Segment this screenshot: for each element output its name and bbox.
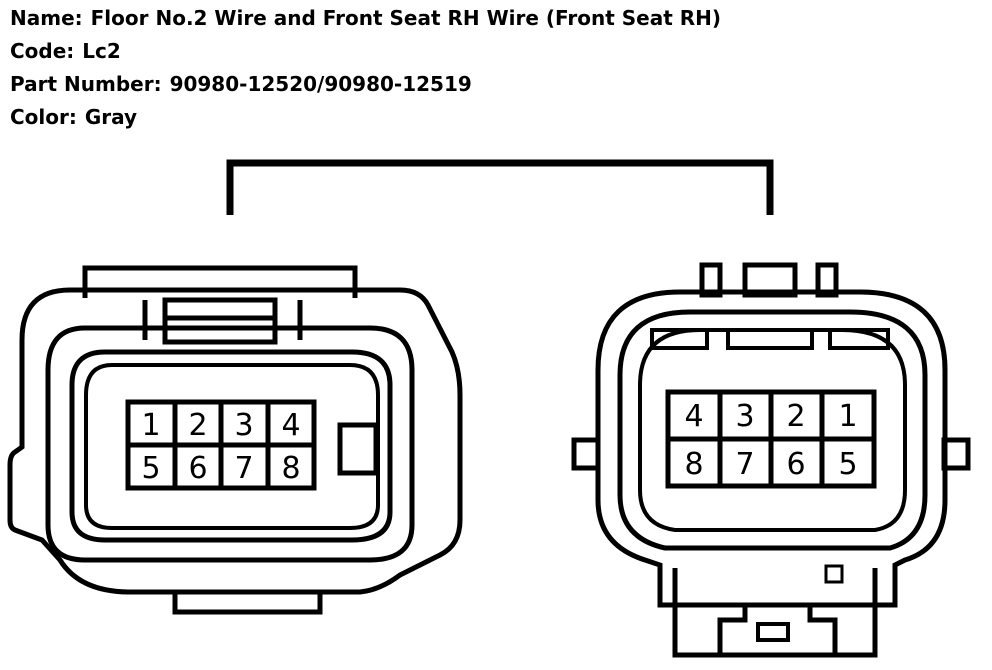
left-pin-label: 3 xyxy=(234,408,253,443)
color-row: Color: Gray xyxy=(10,103,721,136)
right-pin-label: 2 xyxy=(786,399,805,434)
right-pin-label: 8 xyxy=(684,447,703,482)
code-label: Code: xyxy=(10,39,75,63)
left-pin-label: 6 xyxy=(188,451,207,486)
right-pin-label: 5 xyxy=(838,447,857,482)
left-pin-labels: 1 2 3 4 5 6 7 8 xyxy=(141,408,300,486)
right-pin-label: 3 xyxy=(735,399,754,434)
connector-info: Name: Floor No.2 Wire and Front Seat RH W… xyxy=(10,4,721,136)
name-value: Floor No.2 Wire and Front Seat RH Wire (… xyxy=(90,6,722,30)
left-connector xyxy=(7,265,463,615)
right-connector xyxy=(571,262,971,658)
mating-bracket xyxy=(226,159,774,215)
name-label: Name: xyxy=(10,6,83,30)
right-pin-label: 4 xyxy=(684,399,703,434)
left-pin-label: 7 xyxy=(234,451,253,486)
right-pin-label: 6 xyxy=(786,447,805,482)
name-row: Name: Floor No.2 Wire and Front Seat RH W… xyxy=(10,4,721,37)
part-number-row: Part Number: 90980-12520/90980-12519 xyxy=(10,70,721,103)
part-number-value: 90980-12520/90980-12519 xyxy=(169,72,472,96)
code-value: Lc2 xyxy=(82,39,121,63)
left-pin-label: 1 xyxy=(141,408,160,443)
right-pin-label: 1 xyxy=(838,399,857,434)
right-pin-label: 7 xyxy=(735,447,754,482)
left-pin-label: 8 xyxy=(281,451,300,486)
part-number-label: Part Number: xyxy=(10,72,162,96)
color-value: Gray xyxy=(84,105,138,129)
right-pin-labels: 4 3 2 1 8 7 6 5 xyxy=(684,399,857,482)
left-pin-label: 2 xyxy=(188,408,207,443)
color-label: Color: xyxy=(10,105,77,129)
left-pin-label: 4 xyxy=(281,408,300,443)
code-row: Code: Lc2 xyxy=(10,37,721,70)
left-pin-label: 5 xyxy=(141,451,160,486)
